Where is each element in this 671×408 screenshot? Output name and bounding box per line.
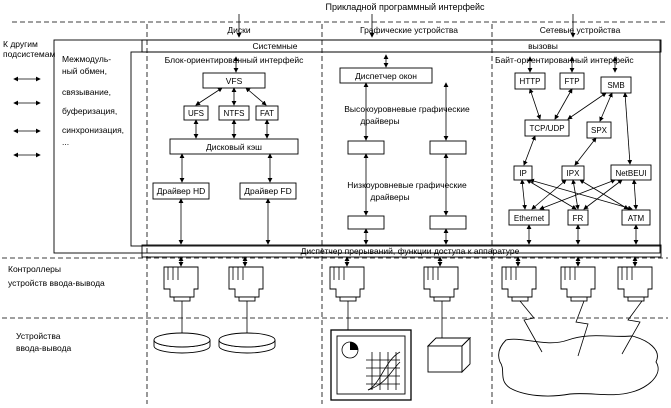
band-calls: вызовы <box>528 41 558 51</box>
window-manager-label: Диспетчер окон <box>355 71 417 81</box>
arrow-tcp-ip <box>523 135 536 166</box>
network-cloud-icon <box>498 335 659 397</box>
ufs-label: UFS <box>188 109 204 118</box>
side-buffering: буферизация, <box>62 106 117 116</box>
vfs-label: VFS <box>226 76 243 86</box>
interrupt-dispatcher-band <box>141 244 662 258</box>
side-sync: связывание, <box>62 87 111 97</box>
intermodule-1: Межмодуль- <box>62 54 111 64</box>
controller-graphics-2 <box>423 266 459 302</box>
ethernet-label: Ethernet <box>514 214 545 223</box>
block-interface-label: Блок-ориентированный интерфейс <box>165 55 304 65</box>
byte-interface-label: Байт-ориентированный интерфейс <box>495 55 634 65</box>
tcp-udp-box <box>524 119 570 137</box>
other-subsystems-1: К другим <box>3 39 38 49</box>
smb-box <box>600 76 632 94</box>
spx-label: SPX <box>591 126 608 135</box>
netbeui-label: NetBEUI <box>615 169 646 178</box>
driver-hd-label: Драйвер HD <box>157 186 205 196</box>
driver-fd-label: Драйвер FD <box>244 186 292 196</box>
http-label: HTTP <box>520 77 541 86</box>
lightning-link-2 <box>575 300 589 357</box>
ipx-label: IPX <box>567 169 581 178</box>
controllers-label-2: устройств ввода-вывода <box>8 278 105 288</box>
arrow-smb-netbeui <box>622 92 633 165</box>
other-subsystems-2: подсистемам <box>3 49 55 59</box>
low-level-drivers-1: Низкоуровневые графические <box>347 180 467 190</box>
atm-label: ATM <box>628 214 645 223</box>
ntfs-label: NTFS <box>224 109 245 118</box>
band-system: Системные <box>252 41 297 51</box>
low-level-drivers-2: драйверы <box>370 192 409 202</box>
ftp-label: FTP <box>564 77 579 86</box>
controller-disk-2 <box>228 266 264 302</box>
arrow-netbeui-atm <box>631 179 639 210</box>
low-level-driver-box-2 <box>429 215 467 230</box>
devices-label-2: ввода-вывода <box>16 343 72 353</box>
high-level-driver-box-1 <box>347 140 385 155</box>
high-level-drivers-2: драйверы <box>360 116 399 126</box>
side-ellipsis: ... <box>62 137 69 147</box>
spx-box <box>586 121 612 139</box>
printer-icon <box>426 336 472 374</box>
arrow-http-tcp <box>528 88 542 120</box>
ip-label: IP <box>519 169 527 178</box>
disk-cache-box <box>169 138 299 155</box>
arrow-ip-eth <box>520 179 527 210</box>
column-graphics: Графические устройства <box>360 25 458 35</box>
arrow-vfs-ufs <box>195 87 223 106</box>
high-level-driver-box-2 <box>429 140 467 155</box>
tcp-udp-label: TCP/UDP <box>529 124 564 133</box>
lightning-link-1 <box>519 300 543 353</box>
controller-graphics-1 <box>329 266 365 302</box>
controller-network-2 <box>560 266 596 302</box>
low-level-driver-box-1 <box>347 215 385 230</box>
monitor-icon <box>330 329 412 401</box>
fat-label: FAT <box>260 109 274 118</box>
arrow-ftp-tcp <box>554 88 573 120</box>
window-manager-box <box>339 67 433 84</box>
controller-network-3 <box>617 266 653 302</box>
side-synchronization: синхронизация, <box>62 125 124 135</box>
column-network: Сетевые устройства <box>540 25 621 35</box>
arrow-smb-tcp <box>567 92 607 120</box>
arrow-smb-spx <box>599 92 613 122</box>
disk-cache-label: Дисковый кэш <box>206 142 262 152</box>
arrow-ipx-eth <box>531 179 567 210</box>
system-calls-band <box>141 39 662 53</box>
smb-label: SMB <box>607 81 624 90</box>
controller-disk-1 <box>163 266 199 302</box>
lightning-link-3 <box>621 300 643 355</box>
controller-network-1 <box>501 266 537 302</box>
arrow-netbeui-fr <box>583 179 623 210</box>
floppy-disk-icon <box>218 332 276 354</box>
devices-label-1: Устройства <box>16 331 61 341</box>
intermodule-2: ный обмен, <box>62 66 107 76</box>
arrow-vfs-fat <box>245 87 267 106</box>
hard-disk-icon <box>153 332 211 354</box>
api-title: Прикладной программный интерфейс <box>325 2 485 12</box>
fr-label: FR <box>573 214 584 223</box>
interrupt-dispatcher-label: Диспетчер прерываний, функции доступа к … <box>301 246 520 256</box>
column-disks: Диски <box>227 25 250 35</box>
arrow-spx-ipx <box>574 137 597 166</box>
controllers-label-1: Контроллеры <box>8 264 61 274</box>
high-level-drivers-1: Высокоуровневые графические <box>344 104 470 114</box>
